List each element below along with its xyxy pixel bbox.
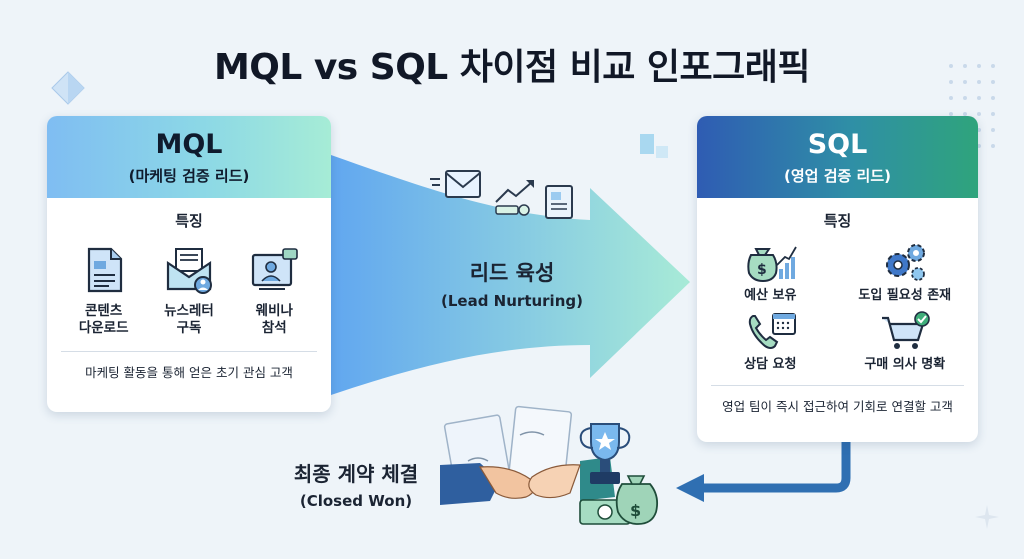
feature-label: 도입 필요성 존재 <box>858 288 952 303</box>
feature-label: 다운로드 <box>78 320 129 336</box>
feature-label: 구매 의사 명확 <box>864 357 946 372</box>
email-icon <box>430 170 481 198</box>
mql-description: 마케팅 활동을 통해 얻은 초기 관심 고객 <box>85 365 293 380</box>
svg-text:$: $ <box>630 501 641 520</box>
mql-feature-webinar: 웨비나 참석 <box>234 245 314 337</box>
mql-subtitle: (마케팅 검증 리드) <box>128 166 250 185</box>
lead-nurturing-arrow <box>331 155 690 395</box>
mql-feature-content-download: 콘텐츠 다운로드 <box>64 245 144 337</box>
mql-feature-list: 콘텐츠 다운로드 뉴스레터 구독 <box>47 245 331 337</box>
svg-text:$: $ <box>757 262 767 278</box>
handshake-contract-icon <box>440 405 615 505</box>
sql-panel: SQL (영업 검증 리드) 특징 $ 예산 보유 <box>697 116 978 442</box>
shopping-cart-icon <box>881 311 930 349</box>
report-document-icon <box>545 185 573 219</box>
lead-nurturing-en: (Lead Nurturing) <box>441 292 583 310</box>
document-icon <box>87 247 122 293</box>
mql-feature-newsletter: 뉴스레터 구독 <box>149 245 229 337</box>
feature-label: 뉴스레터 <box>164 303 214 319</box>
trophy-icon <box>579 423 631 484</box>
mql-title: MQL <box>155 128 223 160</box>
webinar-icon <box>252 248 299 290</box>
closed-won-label: 최종 계약 체결 (Closed Won) <box>276 458 436 510</box>
growth-chart-icon <box>495 180 534 216</box>
sql-feature-consult: 상담 요청 <box>703 310 838 373</box>
feature-label: 구독 <box>176 320 202 336</box>
money-bag-chart-icon: $ <box>747 246 798 283</box>
closed-won-return-arrow <box>700 442 851 493</box>
sql-title: SQL <box>807 128 868 160</box>
sql-feature-need: 도입 필요성 존재 <box>838 241 973 304</box>
sql-description: 영업 팀이 즉시 접근하여 기회로 연결할 고객 <box>722 399 953 414</box>
sql-header: SQL (영업 검증 리드) <box>697 116 978 198</box>
feature-label: 참석 <box>261 320 287 336</box>
gears-icon <box>885 244 925 281</box>
page-title: MQL vs SQL 차이점 비교 인포그래픽 <box>213 47 811 88</box>
sql-subtitle: (영업 검증 리드) <box>784 166 891 185</box>
sql-features-heading: 특징 <box>823 212 852 230</box>
feature-label: 상담 요청 <box>744 357 797 372</box>
sql-divider <box>711 385 964 386</box>
money-bags-icon: $ <box>579 475 659 525</box>
sql-feature-purchase: 구매 의사 명확 <box>838 310 973 373</box>
square-decoration-icon <box>640 134 668 158</box>
feature-label: 콘텐츠 <box>85 303 123 319</box>
diamond-decoration-icon <box>51 71 85 105</box>
closed-won-ko: 최종 계약 체결 <box>293 462 419 486</box>
mql-panel: MQL (마케팅 검증 리드) 특징 콘텐츠 다운로드 <box>47 116 331 412</box>
sql-feature-budget: $ 예산 보유 <box>703 241 838 304</box>
phone-calendar-icon <box>749 313 797 349</box>
lead-nurturing-ko: 리드 육성 <box>469 261 555 285</box>
mql-divider <box>61 351 317 352</box>
newsletter-icon <box>166 248 212 294</box>
sparkle-decoration-icon <box>975 505 999 529</box>
mql-header: MQL (마케팅 검증 리드) <box>47 116 331 198</box>
closed-won-en: (Closed Won) <box>299 492 413 510</box>
feature-label: 예산 보유 <box>744 288 797 303</box>
mql-features-heading: 특징 <box>175 212 203 230</box>
feature-label: 웨비나 <box>255 303 293 319</box>
lead-nurturing-label: 리드 육성 (Lead Nurturing) <box>412 257 612 310</box>
sql-feature-list: $ 예산 보유 도입 필요성 존재 <box>697 241 978 373</box>
